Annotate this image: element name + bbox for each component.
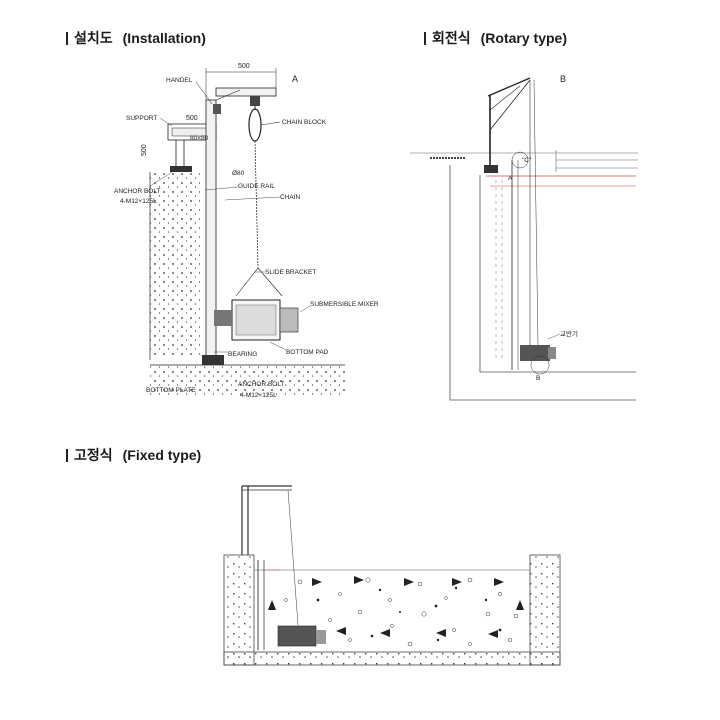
heading-bar: [66, 448, 68, 462]
left-wall: [223, 554, 255, 666]
fixed-mixer: [277, 625, 317, 647]
leader: [159, 117, 173, 127]
slide-bracket-label: SLIDE BRACKET: [265, 269, 316, 276]
flow-arrow: [404, 578, 414, 586]
bottom-plate-label: BOTTOM PLATE: [146, 387, 196, 394]
flow-arrow: [336, 627, 346, 635]
boom-brace: [215, 89, 241, 101]
dim-support-label: 500: [186, 115, 198, 122]
fixed-title-en: (Fixed type): [122, 447, 202, 463]
flow-arrow: [354, 576, 364, 584]
detail-b-circle: [530, 355, 550, 375]
anchor-plate: [170, 166, 192, 172]
heading-bar: [424, 31, 426, 45]
mixer-leader: [547, 333, 561, 340]
view-letter-b: B: [560, 74, 566, 84]
detail-c-label: "C": [522, 157, 532, 164]
fixed-propeller: [316, 630, 326, 644]
view-letter-a: A: [292, 74, 298, 84]
chain-label: CHAIN: [280, 194, 301, 201]
rotary-heading: 회전식 (Rotary type): [424, 28, 567, 48]
flow-arrow: [488, 630, 498, 638]
handle: [213, 104, 221, 114]
flow-arrows: [268, 576, 524, 638]
tank-outer: [449, 165, 636, 401]
crane-boom: [487, 77, 531, 97]
mixer-label: SUBMERSIBLE MIXER: [310, 301, 379, 308]
anchor-spec-label: 4-M12×125L: [120, 198, 157, 205]
leader: [224, 196, 281, 201]
leader: [299, 305, 311, 313]
rotary-title-ko: 회전식: [432, 31, 471, 47]
flow-arrow: [452, 578, 462, 586]
chain-block-leader: [260, 121, 281, 126]
rotary-chain-2: [533, 79, 539, 346]
right-wall: [529, 554, 561, 666]
profile-label: 80×80: [190, 135, 209, 142]
mixer-body: [235, 304, 277, 336]
bottom-pad-label: BOTTOM PAD: [286, 349, 329, 356]
rotary-mixer: [520, 345, 550, 361]
chain: [254, 140, 259, 269]
handel-leader: [195, 81, 213, 105]
heading-bar: [66, 31, 68, 45]
flow-arrow: [380, 629, 390, 637]
particle-field: [316, 586, 502, 642]
bearing-label: BEARING: [228, 351, 257, 358]
leader: [204, 186, 239, 191]
flow-arrow: [494, 578, 504, 586]
fixed-title-ko: 고정식: [74, 448, 113, 464]
pipe-dia-label: Ø80: [232, 170, 245, 177]
leader: [149, 171, 173, 187]
concrete-wall: [150, 172, 200, 355]
flow-arrow: [436, 629, 446, 637]
floor-slab: [223, 651, 561, 666]
anchor-bolt-2-label: ANCHOR BOLT: [238, 381, 284, 388]
chain-sling: [235, 267, 259, 297]
slide-bracket: [214, 310, 232, 326]
leader: [269, 341, 287, 351]
anchor-bolt-label: ANCHOR BOLT: [114, 188, 160, 195]
mixer-ko-label: 교반기: [560, 329, 578, 338]
top-boom: [215, 87, 277, 97]
chain-sling: [257, 267, 283, 297]
chain-block-hook: [250, 96, 260, 106]
anchor-spec-2-label: 4-M12×125L: [240, 392, 277, 399]
crane-base: [484, 165, 498, 173]
dim-top-label: 500: [238, 63, 250, 70]
crane-brace: [489, 79, 531, 131]
mixer-propeller: [279, 307, 299, 333]
tank-inner: [479, 175, 636, 373]
handel-label: HANDEL: [166, 77, 193, 84]
bubble-field: [284, 577, 519, 647]
flow-arrow: [516, 600, 524, 610]
detail-c-circle: [511, 151, 529, 169]
fixed-chain: [287, 489, 299, 626]
bearing-plate: [202, 355, 224, 365]
detail-b-label: B: [536, 375, 540, 382]
installation-heading: 설치도 (Installation): [66, 28, 206, 48]
guide-rail-label: GUIDE RAIL: [238, 183, 275, 190]
rotary-title-en: (Rotary type): [480, 30, 567, 46]
dim-side-label: 500: [141, 144, 148, 156]
support-label: SUPPORT: [126, 115, 157, 122]
fixed-heading: 고정식 (Fixed type): [66, 445, 201, 465]
flow-arrow: [268, 600, 276, 610]
installation-title-ko: 설치도: [74, 31, 113, 47]
bottom-slab: [150, 365, 345, 395]
crane-brace-2: [489, 85, 521, 111]
flow-arrow: [312, 578, 322, 586]
rotary-propeller: [548, 347, 556, 359]
detail-a-label: A: [508, 175, 513, 182]
installation-title-en: (Installation): [122, 30, 206, 46]
chain-block-label: CHAIN BLOCK: [282, 119, 327, 126]
